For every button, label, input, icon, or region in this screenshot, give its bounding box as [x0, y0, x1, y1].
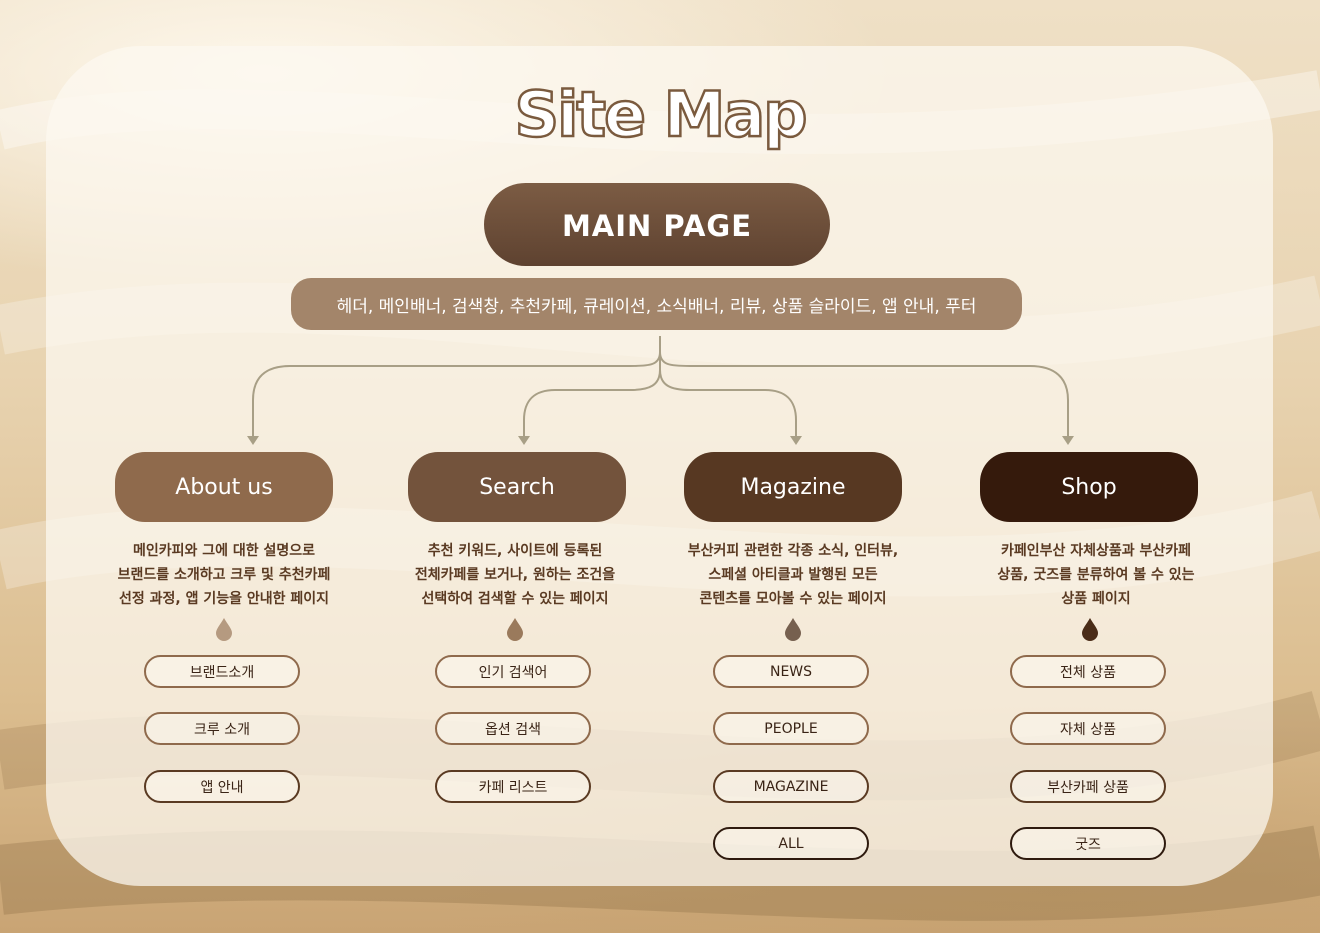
search-item[interactable]: 인기 검색어	[435, 655, 591, 688]
magazine-item[interactable]: PEOPLE	[713, 712, 869, 745]
shop-desc-line-1: 카페인부산 자체상품과 부산카페	[1000, 543, 1192, 559]
about-us-item[interactable]: 앱 안내	[144, 770, 300, 803]
search-item[interactable]: 옵션 검색	[435, 712, 591, 745]
shop-item[interactable]: 굿즈	[1010, 827, 1166, 860]
droplet-icon	[507, 618, 523, 641]
magazine-node: Magazine	[684, 452, 902, 522]
search-description: 추천 키워드, 사이트에 등록된 전체카페를 보거나, 원하는 조건을 선택하여…	[365, 539, 665, 611]
main-page-description: 헤더, 메인배너, 검색창, 추천카페, 큐레이션, 소식배너, 리뷰, 상품 …	[291, 278, 1022, 330]
shop-desc-line-2: 상품, 굿즈를 분류하여 볼 수 있는	[997, 567, 1195, 583]
magazine-desc-line-3: 콘텐츠를 모아볼 수 있는 페이지	[699, 591, 887, 607]
magazine-description: 부산커피 관련한 각종 소식, 인터뷰, 스페셜 아티클과 발행된 모든 콘텐츠…	[643, 539, 943, 611]
about-us-desc-line-3: 선정 과정, 앱 기능을 안내한 페이지	[118, 591, 329, 607]
search-desc-line-1: 추천 키워드, 사이트에 등록된	[427, 543, 603, 559]
shop-desc-line-3: 상품 페이지	[1061, 591, 1131, 607]
about-us-node: About us	[115, 452, 333, 522]
magazine-desc-line-2: 스페셜 아티클과 발행된 모든	[708, 567, 878, 583]
search-node: Search	[408, 452, 626, 522]
shop-description: 카페인부산 자체상품과 부산카페 상품, 굿즈를 분류하여 볼 수 있는 상품 …	[946, 539, 1246, 611]
magazine-item[interactable]: ALL	[713, 827, 869, 860]
about-us-item[interactable]: 브랜드소개	[144, 655, 300, 688]
droplet-icon	[216, 618, 232, 641]
search-desc-line-2: 전체카페를 보거나, 원하는 조건을	[414, 567, 616, 583]
shop-item[interactable]: 자체 상품	[1010, 712, 1166, 745]
shop-item[interactable]: 부산카페 상품	[1010, 770, 1166, 803]
magazine-desc-line-1: 부산커피 관련한 각종 소식, 인터뷰,	[687, 543, 899, 559]
about-us-desc-line-2: 브랜드를 소개하고 크루 및 추천카페	[117, 567, 331, 583]
about-us-desc-line-1: 메인카피와 그에 대한 설명으로	[132, 543, 316, 559]
about-us-description: 메인카피와 그에 대한 설명으로 브랜드를 소개하고 크루 및 추천카페 선정 …	[74, 539, 374, 611]
search-desc-line-3: 선택하여 검색할 수 있는 페이지	[421, 591, 609, 607]
about-us-item[interactable]: 크루 소개	[144, 712, 300, 745]
droplet-icon	[1082, 618, 1098, 641]
page-title: Site Map	[513, 77, 809, 153]
droplet-icon	[785, 618, 801, 641]
search-item[interactable]: 카페 리스트	[435, 770, 591, 803]
magazine-item[interactable]: MAGAZINE	[713, 770, 869, 803]
magazine-item[interactable]: NEWS	[713, 655, 869, 688]
shop-item[interactable]: 전체 상품	[1010, 655, 1166, 688]
main-page-node: MAIN PAGE	[484, 183, 830, 266]
shop-node: Shop	[980, 452, 1198, 522]
